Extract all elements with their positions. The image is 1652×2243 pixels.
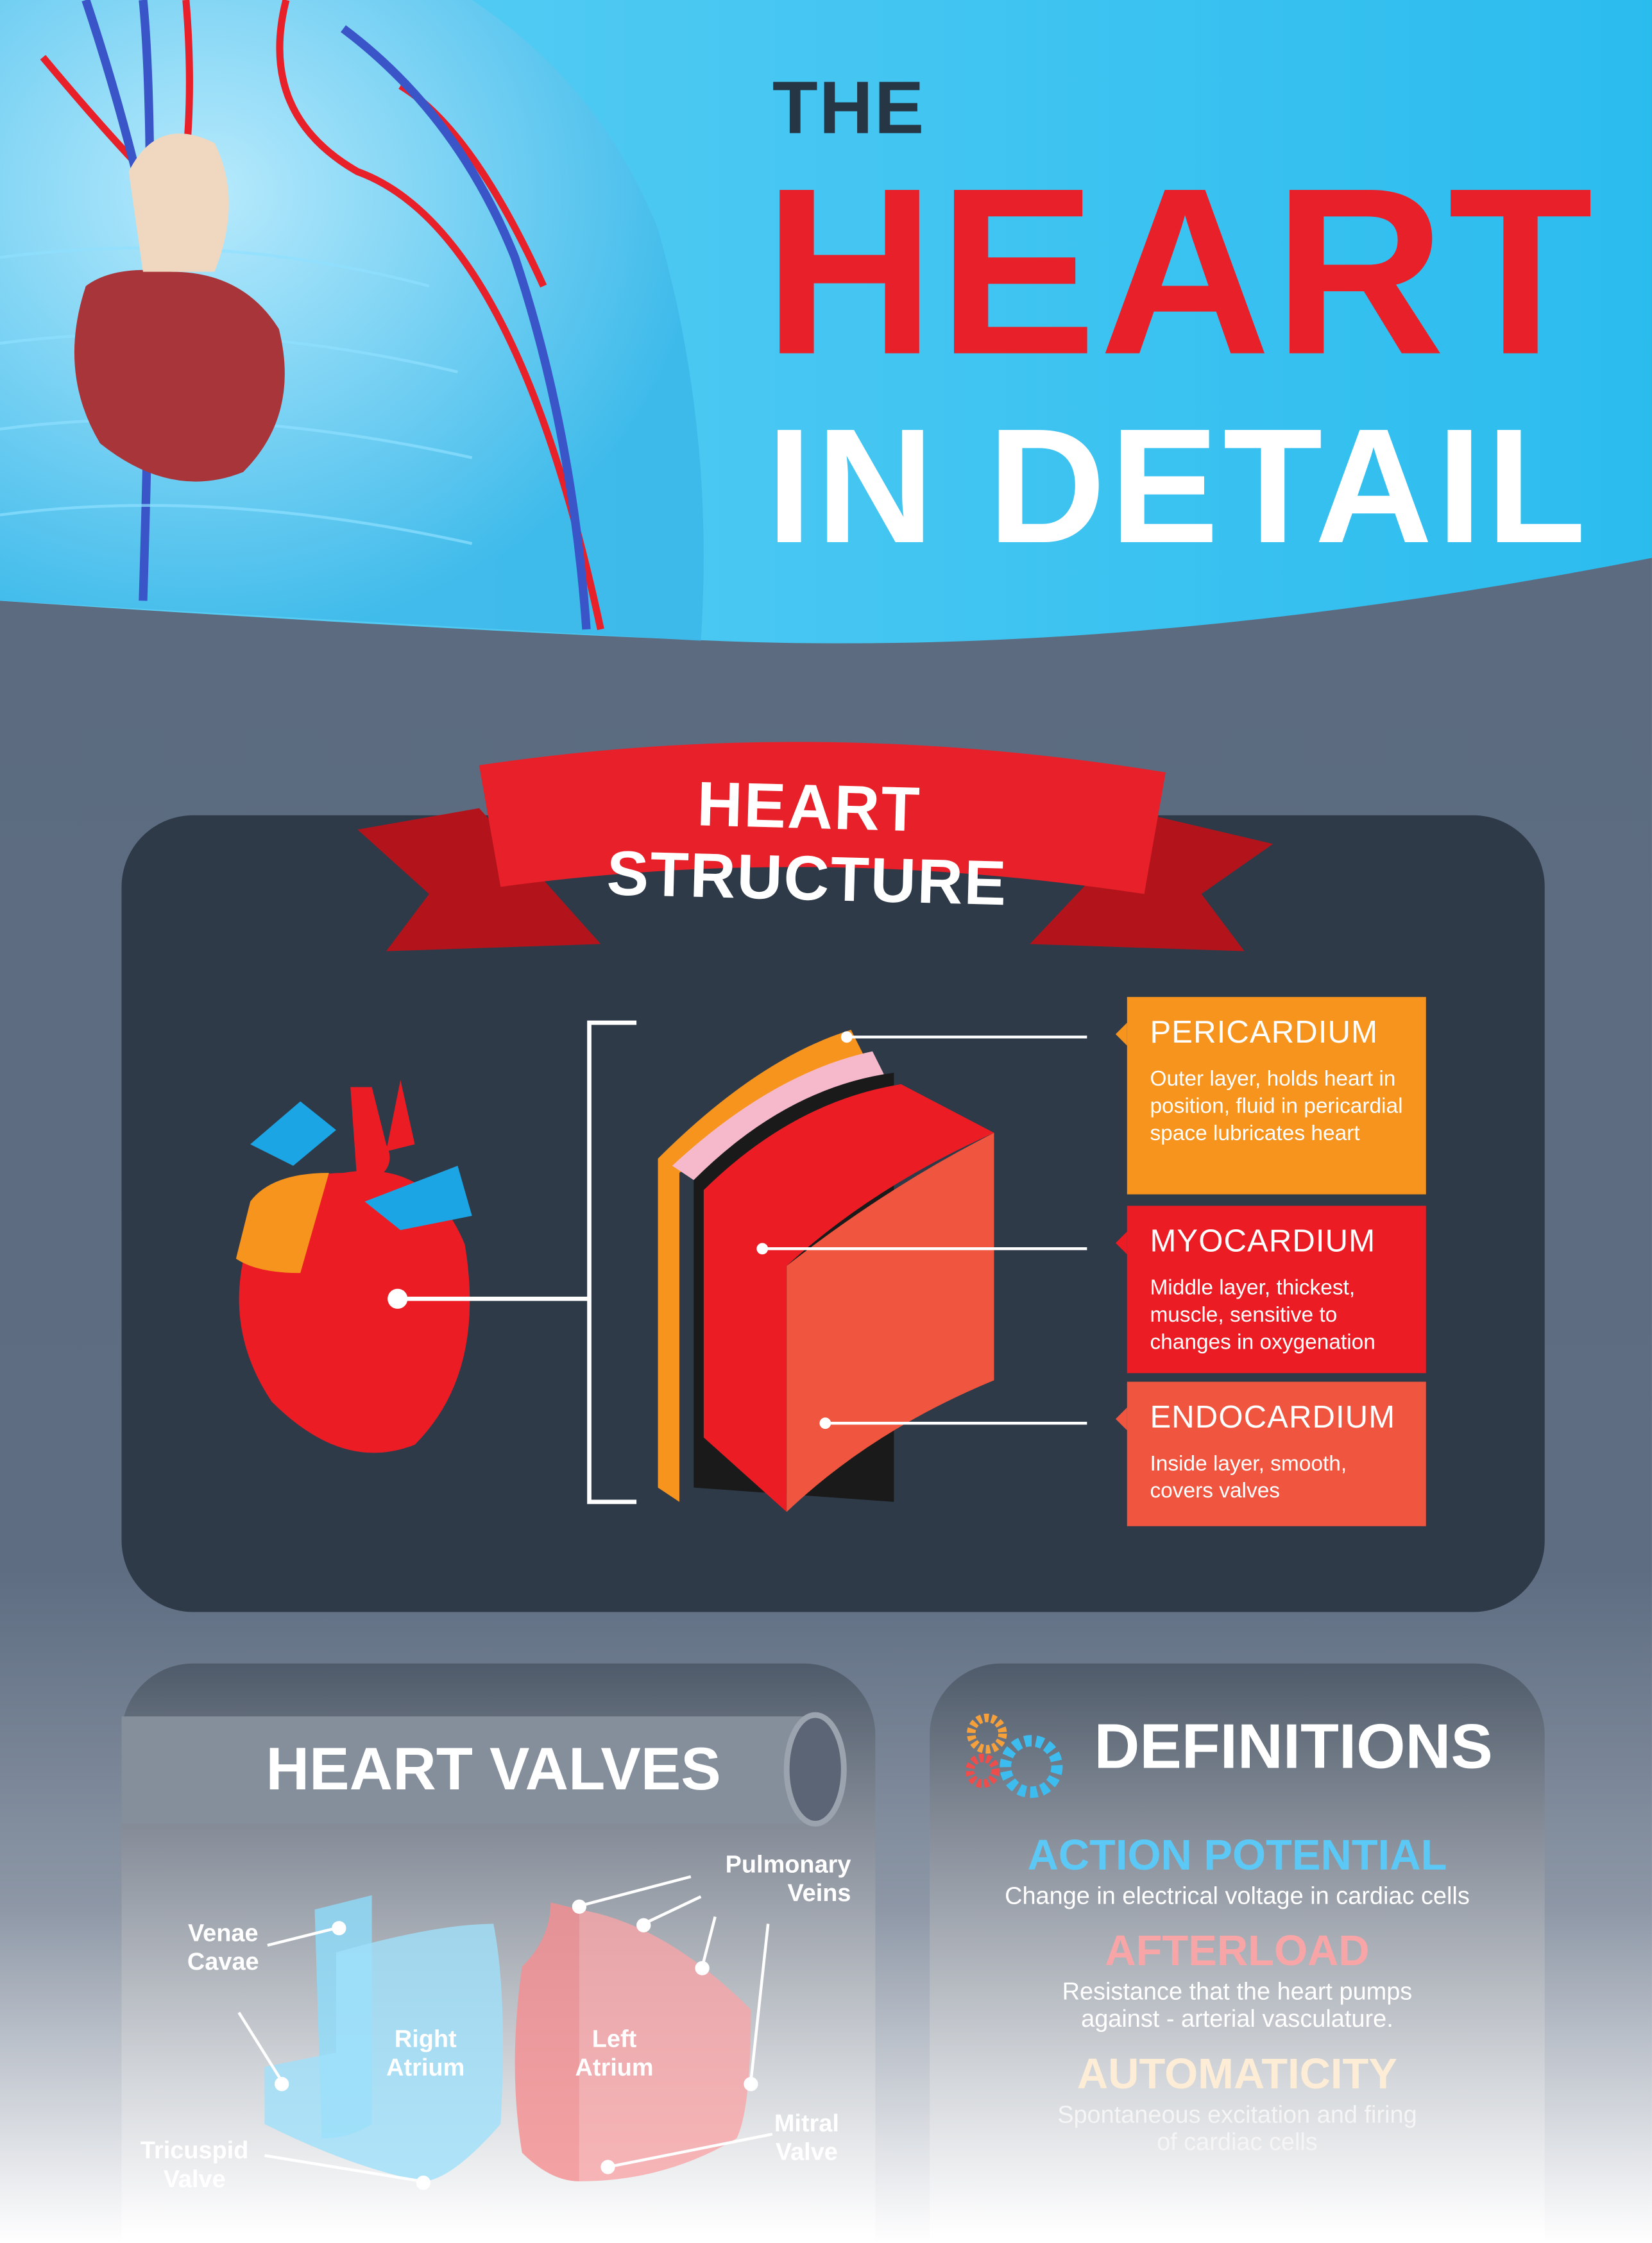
layer-name: MYOCARDIUM xyxy=(1150,1223,1376,1259)
label-venae-cavae: Venae Cavae xyxy=(187,1919,259,1975)
label-left-atrium: Left Atrium xyxy=(575,2025,654,2081)
valves-diagram xyxy=(121,1712,847,2190)
layer-description: Middle layer, thickest, muscle, sensitiv… xyxy=(1150,1275,1375,1355)
gears-icon xyxy=(965,1713,1063,1798)
layer-myocardium: MYOCARDIUM Middle layer, thickest, muscl… xyxy=(1115,1206,1426,1374)
heart-valves-title: HEART VALVES xyxy=(266,1735,721,1803)
layer-description: Outer layer, holds heart in position, fl… xyxy=(1150,1067,1403,1146)
anatomy-illustration xyxy=(0,0,704,641)
layer-description: Inside layer, smooth, covers valves xyxy=(1150,1451,1347,1504)
definition-term: ACTION POTENTIAL xyxy=(1027,1832,1447,1880)
definition-term: AFTERLOAD xyxy=(1105,1928,1370,1975)
bracket xyxy=(587,1020,637,1505)
definitions-title: DEFINITIONS xyxy=(1094,1712,1493,1782)
title-the: THE xyxy=(772,67,926,151)
heart-layers-diagram xyxy=(235,1020,1087,1512)
definitions-list: ACTION POTENTIAL Change in electrical vo… xyxy=(930,1831,1545,2173)
hero-banner xyxy=(0,0,1652,644)
heart-icon xyxy=(235,1080,590,1453)
title-heart: HEART xyxy=(763,140,1596,405)
label-pulmonary-veins: Pulmonary Veins xyxy=(725,1850,851,1907)
banner-ribbon xyxy=(357,742,1273,951)
definition-term: AUTOMATICITY xyxy=(1077,2051,1397,2099)
definition-description: Change in electrical voltage in cardiac … xyxy=(1005,1882,1470,1910)
definition-description: Resistance that the heart pumps against … xyxy=(1062,1978,1413,2033)
layer-pericardium: PERICARDIUM Outer layer, holds heart in … xyxy=(1115,996,1426,1195)
label-mitral-valve: Mitral Valve xyxy=(774,2110,839,2166)
heart-structure-title: HEART STRUCTURE xyxy=(606,769,1009,919)
layer-endocardium: ENDOCARDIUM Inside layer, smooth, covers… xyxy=(1115,1381,1426,1526)
label-right-atrium: Right Atrium xyxy=(386,2025,465,2081)
definitions-panel xyxy=(930,1663,1545,2243)
heart-illustration xyxy=(74,269,285,482)
layer-name: ENDOCARDIUM xyxy=(1150,1399,1396,1435)
label-tricuspid-valve: Tricuspid Valve xyxy=(140,2136,249,2193)
definition-description: Spontaneous excitation and firing of car… xyxy=(1057,2101,1417,2156)
title-in-detail: IN DETAIL xyxy=(766,396,1590,578)
layer-name: PERICARDIUM xyxy=(1150,1014,1379,1050)
